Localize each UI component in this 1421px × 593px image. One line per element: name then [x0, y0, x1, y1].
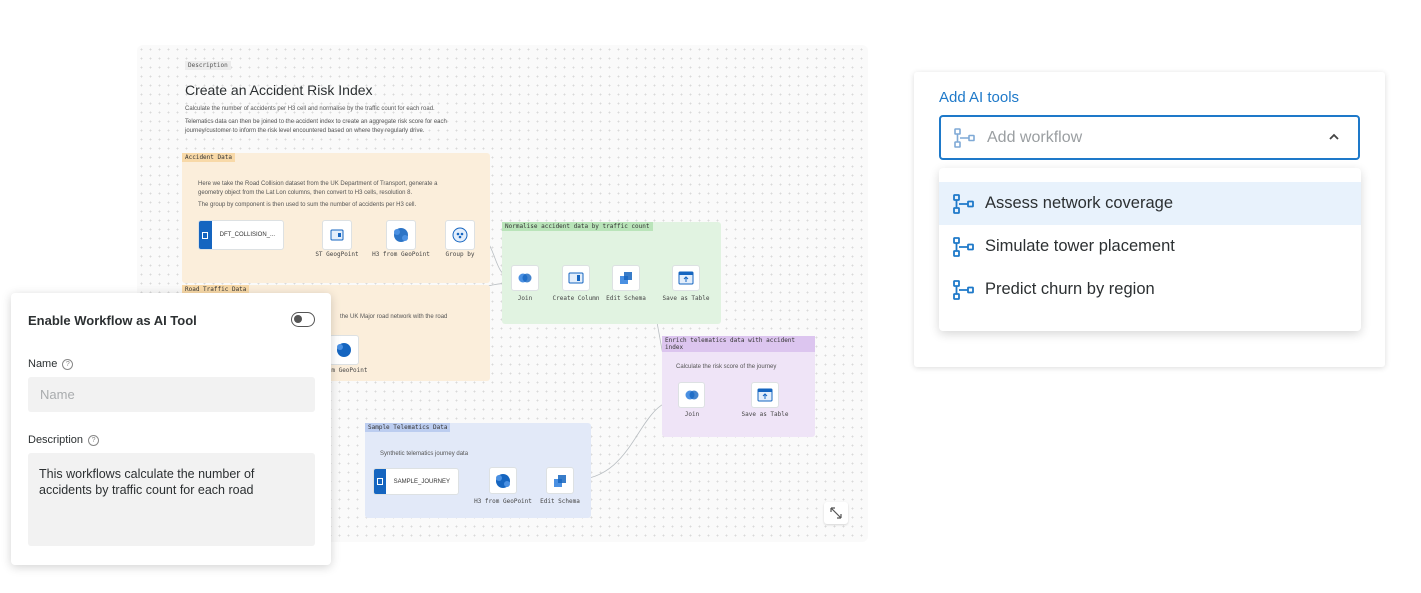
name-input[interactable] — [28, 377, 315, 412]
node-h3-from-geopoint-telematics[interactable] — [489, 467, 517, 494]
group-note: the UK Major road network with the road — [340, 314, 448, 320]
canvas-paragraph: Telematics data can then be joined to th… — [185, 119, 447, 134]
group-accident-data[interactable]: Accident Data Here we take the Road Coll… — [182, 153, 490, 283]
h3-icon — [337, 343, 351, 357]
workflow-icon — [953, 236, 974, 257]
add-ai-tools-title: Add AI tools — [939, 89, 1020, 106]
table-icon — [199, 221, 212, 249]
node-edit-schema-telematics[interactable] — [546, 467, 574, 494]
node-h3-from-geopoint[interactable] — [386, 220, 416, 250]
workflow-canvas[interactable]: Description Create an Accident Risk Inde… — [137, 45, 868, 542]
save-table-icon — [757, 388, 773, 402]
node-group-by[interactable] — [445, 220, 475, 250]
select-placeholder: Add workflow — [987, 128, 1083, 146]
workflow-icon — [954, 127, 975, 148]
node-h3-from-geopoint-traffic[interactable] — [329, 335, 359, 365]
group-tag: Normalise accident data by traffic count — [502, 222, 653, 231]
enable-ai-tool-toggle[interactable] — [291, 312, 315, 327]
dropdown-option[interactable]: Predict churn by region — [939, 268, 1361, 311]
node-label: H3 from GeoPoint — [474, 498, 532, 505]
expand-icon — [830, 507, 842, 519]
description-label-text: Description — [28, 434, 84, 446]
source-node-sample-journey[interactable]: SAMPLE_JOURNEY — [373, 468, 459, 495]
node-label: Create Column — [552, 295, 600, 302]
h3-icon — [496, 473, 510, 488]
source-node-collision[interactable]: DFT_COLLISION_... — [198, 220, 284, 250]
node-label: from GeoPoint — [320, 367, 368, 374]
node-label: Group by — [445, 251, 475, 258]
source-node-label: SAMPLE_JOURNEY — [393, 478, 450, 485]
group-tag: Road Traffic Data — [182, 285, 250, 294]
node-label: Join — [517, 295, 533, 302]
workflow-icon — [953, 279, 974, 300]
group-note: Synthetic telematics journey data — [380, 451, 469, 457]
workflow-dropdown-menu: Assess network coverage Simulate tower p… — [939, 168, 1361, 331]
group-note: Calculate the risk score of the journey — [676, 364, 777, 370]
add-workflow-select[interactable]: Add workflow — [939, 115, 1360, 160]
dropdown-option-label: Assess network coverage — [985, 194, 1174, 212]
node-save-as-table[interactable] — [672, 265, 700, 291]
node-label: Save as Table — [662, 295, 710, 302]
chevron-up-icon[interactable] — [1326, 129, 1342, 145]
help-icon[interactable]: ? — [88, 434, 100, 446]
join-icon — [685, 390, 698, 400]
expand-button[interactable] — [824, 502, 848, 524]
node-label: Save as Table — [741, 411, 789, 418]
canvas-title: Create an Accident Risk Index — [185, 82, 373, 98]
help-icon[interactable]: ? — [62, 358, 74, 370]
node-edit-schema[interactable] — [612, 265, 640, 291]
node-label: Edit Schema — [540, 498, 580, 505]
node-label: H3 from GeoPoint — [372, 251, 430, 258]
edit-schema-icon — [620, 272, 632, 284]
group-enrich[interactable]: Enrich telematics data with accident ind… — [662, 336, 815, 437]
edit-schema-icon — [554, 474, 566, 487]
group-note: The group by component is then used to s… — [198, 202, 417, 208]
description-field-label: Description ? — [28, 434, 100, 446]
save-table-icon — [678, 271, 694, 285]
group-tag: Enrich telematics data with accident ind… — [662, 336, 815, 352]
source-node-label: DFT_COLLISION_... — [219, 232, 275, 238]
canvas-paragraph: Calculate the number of accidents per H3… — [185, 106, 435, 112]
table-icon — [374, 469, 386, 494]
ai-tool-settings-panel: Enable Workflow as AI Tool Name ? Descri… — [11, 293, 331, 565]
join-icon — [518, 273, 532, 283]
name-label-text: Name — [28, 358, 58, 370]
toggle-knob — [294, 315, 302, 323]
node-join[interactable] — [511, 265, 539, 291]
node-create-column[interactable] — [562, 265, 590, 291]
description-tag: Description — [185, 61, 231, 70]
dropdown-option-label: Predict churn by region — [985, 280, 1155, 298]
group-by-icon — [452, 227, 468, 243]
group-note: Here we take the Road Collision dataset … — [198, 181, 438, 196]
description-textarea[interactable]: This workflows calculate the number of a… — [28, 453, 315, 546]
workflow-icon — [953, 193, 974, 214]
node-label: Join — [684, 411, 700, 418]
name-field-label: Name ? — [28, 358, 74, 370]
group-tag: Accident Data — [182, 153, 235, 162]
panel-title: Enable Workflow as AI Tool — [28, 313, 197, 328]
create-column-icon — [568, 272, 584, 284]
node-join-enrich[interactable] — [678, 382, 705, 408]
dropdown-option-label: Simulate tower placement — [985, 237, 1175, 255]
node-label: ST GeogPoint — [315, 251, 359, 258]
dropdown-option[interactable]: Simulate tower placement — [939, 225, 1361, 268]
geogpoint-icon — [330, 229, 344, 241]
group-tag: Sample Telematics Data — [365, 423, 451, 432]
node-st-geogpoint[interactable] — [322, 220, 352, 250]
node-save-as-table-enrich[interactable] — [751, 382, 779, 408]
dropdown-option[interactable]: Assess network coverage — [939, 182, 1361, 225]
h3-icon — [394, 228, 408, 242]
node-label: Edit Schema — [606, 295, 646, 302]
